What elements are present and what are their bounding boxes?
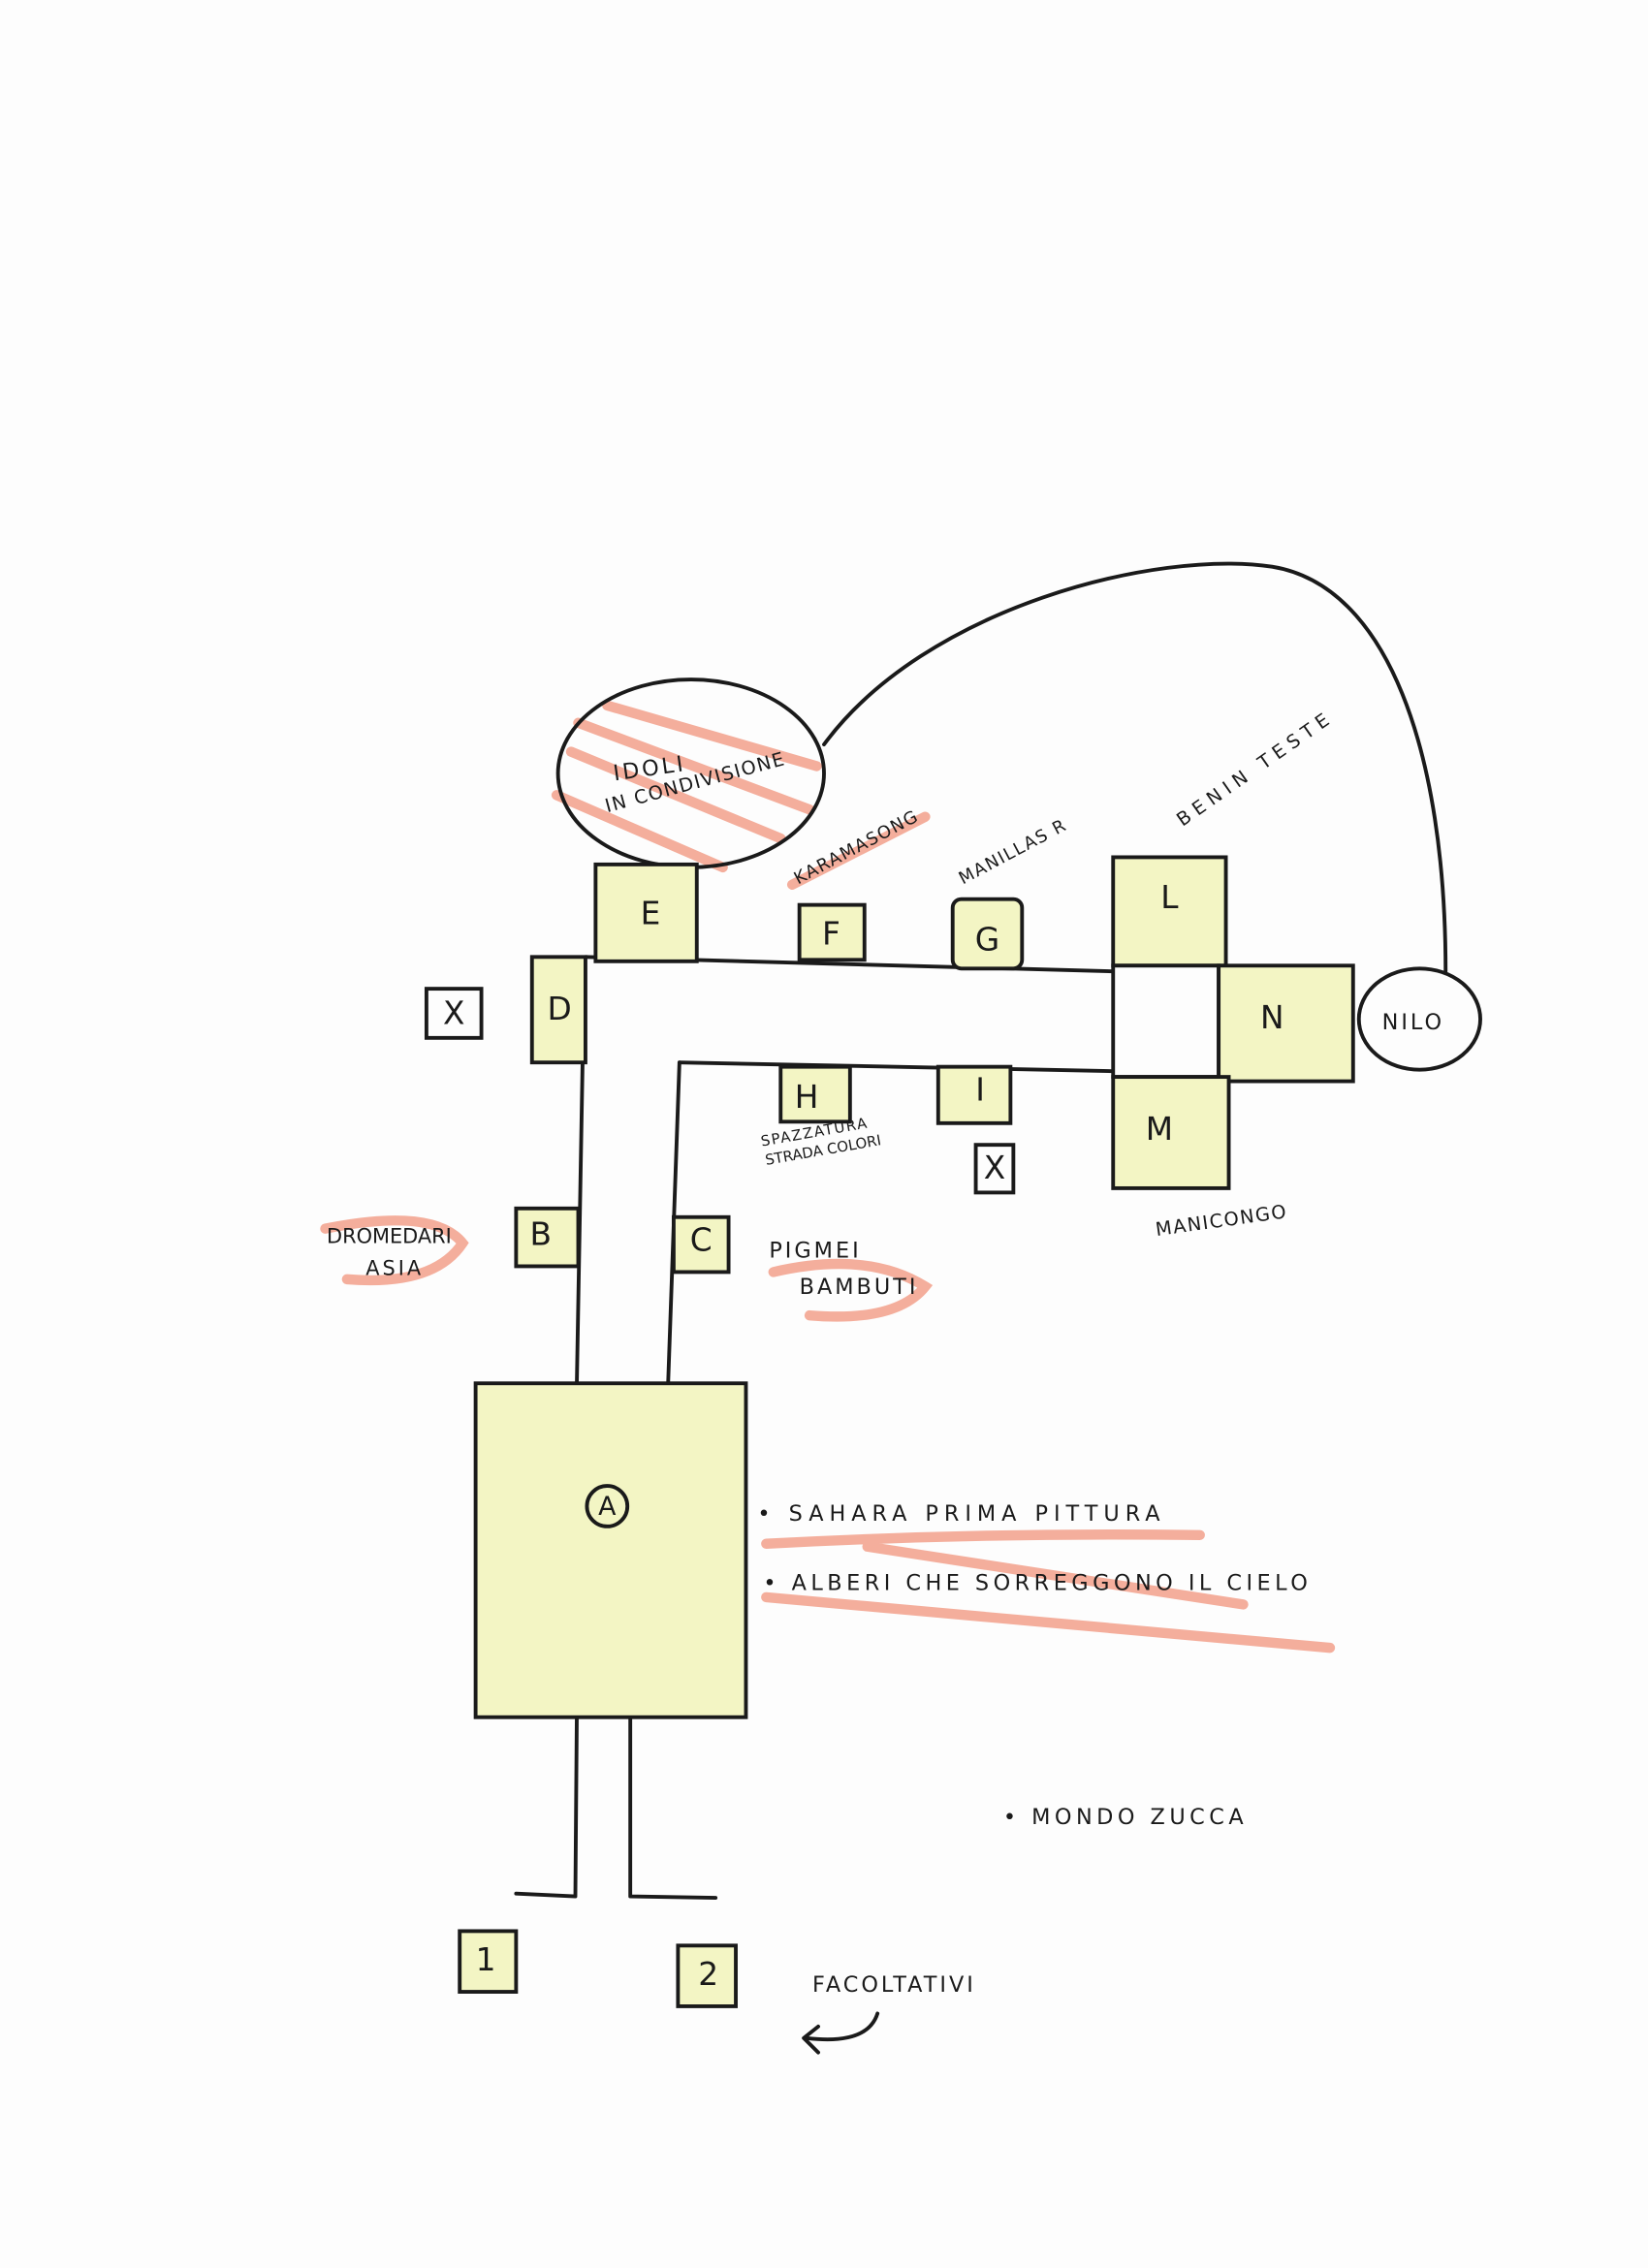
label-benin-teste: BENIN TESTE xyxy=(1173,706,1339,831)
svg-text:D: D xyxy=(547,991,571,1027)
connection-curve xyxy=(822,561,1448,974)
label-asia-text: ASIA xyxy=(365,1256,424,1279)
svg-text:H: H xyxy=(795,1079,819,1116)
highlights xyxy=(320,700,1336,1654)
svg-text:F: F xyxy=(822,915,840,952)
room-1[interactable]: 1 xyxy=(458,1929,519,1994)
label-manillas: MANILLAS R xyxy=(956,815,1071,889)
svg-text:E: E xyxy=(641,896,661,932)
svg-text:C: C xyxy=(690,1222,713,1259)
note-sahara: • SAHARA PRIMA PITTURA xyxy=(757,1501,1165,1527)
room-E[interactable]: E xyxy=(593,862,699,963)
label-dromedari: DROMEDARI xyxy=(327,1225,452,1248)
svg-text:I: I xyxy=(975,1072,985,1109)
room-X-right[interactable]: X xyxy=(973,1143,1016,1195)
svg-text:X: X xyxy=(443,994,464,1031)
note-alberi: • ALBERI CHE SORREGGONO IL CIELO xyxy=(763,1570,1312,1595)
room-center-cross xyxy=(1111,963,1221,1080)
room-nilo[interactable]: NILO xyxy=(1356,966,1482,1072)
room-X-left[interactable]: X xyxy=(424,987,484,1040)
label-karamasong: KARAMASONG xyxy=(791,806,923,890)
svg-text:B: B xyxy=(529,1216,551,1253)
label-manicongo: MANICONGO xyxy=(1154,1200,1288,1241)
svg-text:NILO: NILO xyxy=(1382,1010,1445,1035)
note-mondo-zucca: • MONDO ZUCCA xyxy=(1003,1805,1248,1830)
svg-text:1: 1 xyxy=(476,1941,496,1978)
room-G[interactable]: G xyxy=(950,897,1025,971)
label-facoltativi: FACOLTATIVI xyxy=(812,1972,976,1998)
label-bambuti: BAMBUTI xyxy=(800,1275,919,1300)
svg-text:N: N xyxy=(1260,999,1284,1036)
room-B[interactable]: B xyxy=(514,1206,581,1269)
arrow-icon xyxy=(802,2011,880,2055)
room-2[interactable]: 2 xyxy=(676,1943,738,2008)
room-H[interactable]: H xyxy=(778,1064,852,1124)
svg-text:2: 2 xyxy=(698,1956,718,1993)
svg-text:X: X xyxy=(984,1150,1005,1186)
room-N[interactable]: N xyxy=(1217,963,1355,1084)
svg-text:A: A xyxy=(598,1492,617,1522)
room-F[interactable]: F xyxy=(797,902,867,962)
svg-text:G: G xyxy=(975,921,999,958)
room-I[interactable]: I xyxy=(935,1064,1013,1125)
room-D[interactable]: D xyxy=(529,955,587,1065)
room-C[interactable]: C xyxy=(671,1214,731,1275)
label-pigmei: PIGMEI xyxy=(769,1239,861,1264)
svg-text:M: M xyxy=(1146,1111,1173,1148)
room-A[interactable]: A xyxy=(473,1381,748,1719)
room-L[interactable]: L xyxy=(1111,855,1228,968)
room-M[interactable]: M xyxy=(1111,1075,1231,1190)
svg-text:L: L xyxy=(1160,879,1179,916)
